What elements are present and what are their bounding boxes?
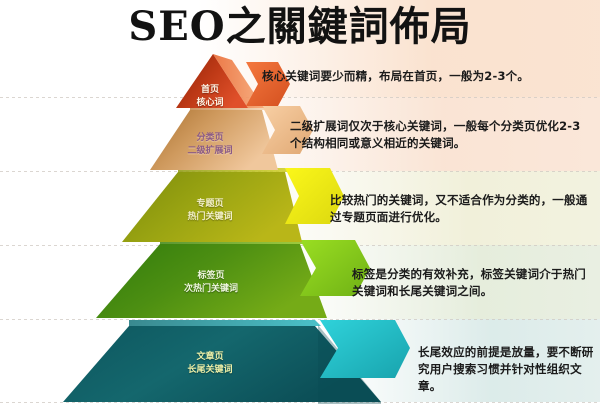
background-band-1 bbox=[0, 0, 600, 97]
annotation-tag: 标签是分类的有效补充，标签关键词介于热门关键词和长尾关键词之间。 bbox=[352, 267, 586, 298]
pyramid-tier-core bbox=[176, 54, 290, 108]
band-separator-4 bbox=[0, 319, 600, 320]
page-title: SEO之關鍵詞佈局 bbox=[128, 3, 472, 50]
pyramid-tier-category bbox=[150, 106, 313, 170]
pyramid-tier-article bbox=[63, 320, 410, 404]
annotation-core: 核心关键词要少而精，布局在首页，一般为2-3个。 bbox=[262, 69, 530, 83]
annotation-article: 长尾效应的前提是放量，要不断研究用户搜索习惯并针对性组织文章。 bbox=[418, 345, 594, 393]
annotation-topic: 比较热门的关键词，又不适合作为分类的，一般通过专题页面进行优化。 bbox=[330, 193, 588, 224]
pyramid-tier-topic bbox=[122, 168, 344, 242]
band-separator-5 bbox=[0, 402, 600, 403]
pyramid-tier-tag bbox=[96, 240, 370, 318]
annotation-category: 二级扩展词仅次于核心关键词，一般每个分类页优化2-3个结构相同或意义相近的关键词… bbox=[290, 119, 581, 150]
band-separator-1 bbox=[0, 97, 600, 98]
